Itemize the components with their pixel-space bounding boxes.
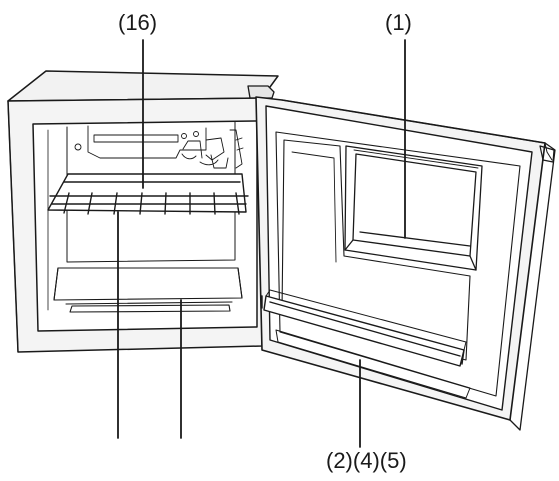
top-hinge <box>247 85 275 99</box>
open-door <box>255 96 556 431</box>
bottom-tray <box>53 267 243 313</box>
freezer-wire-shelf <box>47 173 249 215</box>
evaporator-back <box>74 125 244 169</box>
door-inner-panel <box>275 131 521 397</box>
leader-lines <box>117 39 406 448</box>
cabinet <box>7 70 279 353</box>
callout-label-1: (1) <box>385 10 412 35</box>
door-right-bracket <box>539 145 555 163</box>
callout-label-2-4-5: (2)(4)(5) <box>326 448 407 473</box>
callout-label-16: (16) <box>118 10 158 35</box>
door-top-compartment <box>344 145 483 271</box>
door-bottom-shelf <box>261 289 467 367</box>
